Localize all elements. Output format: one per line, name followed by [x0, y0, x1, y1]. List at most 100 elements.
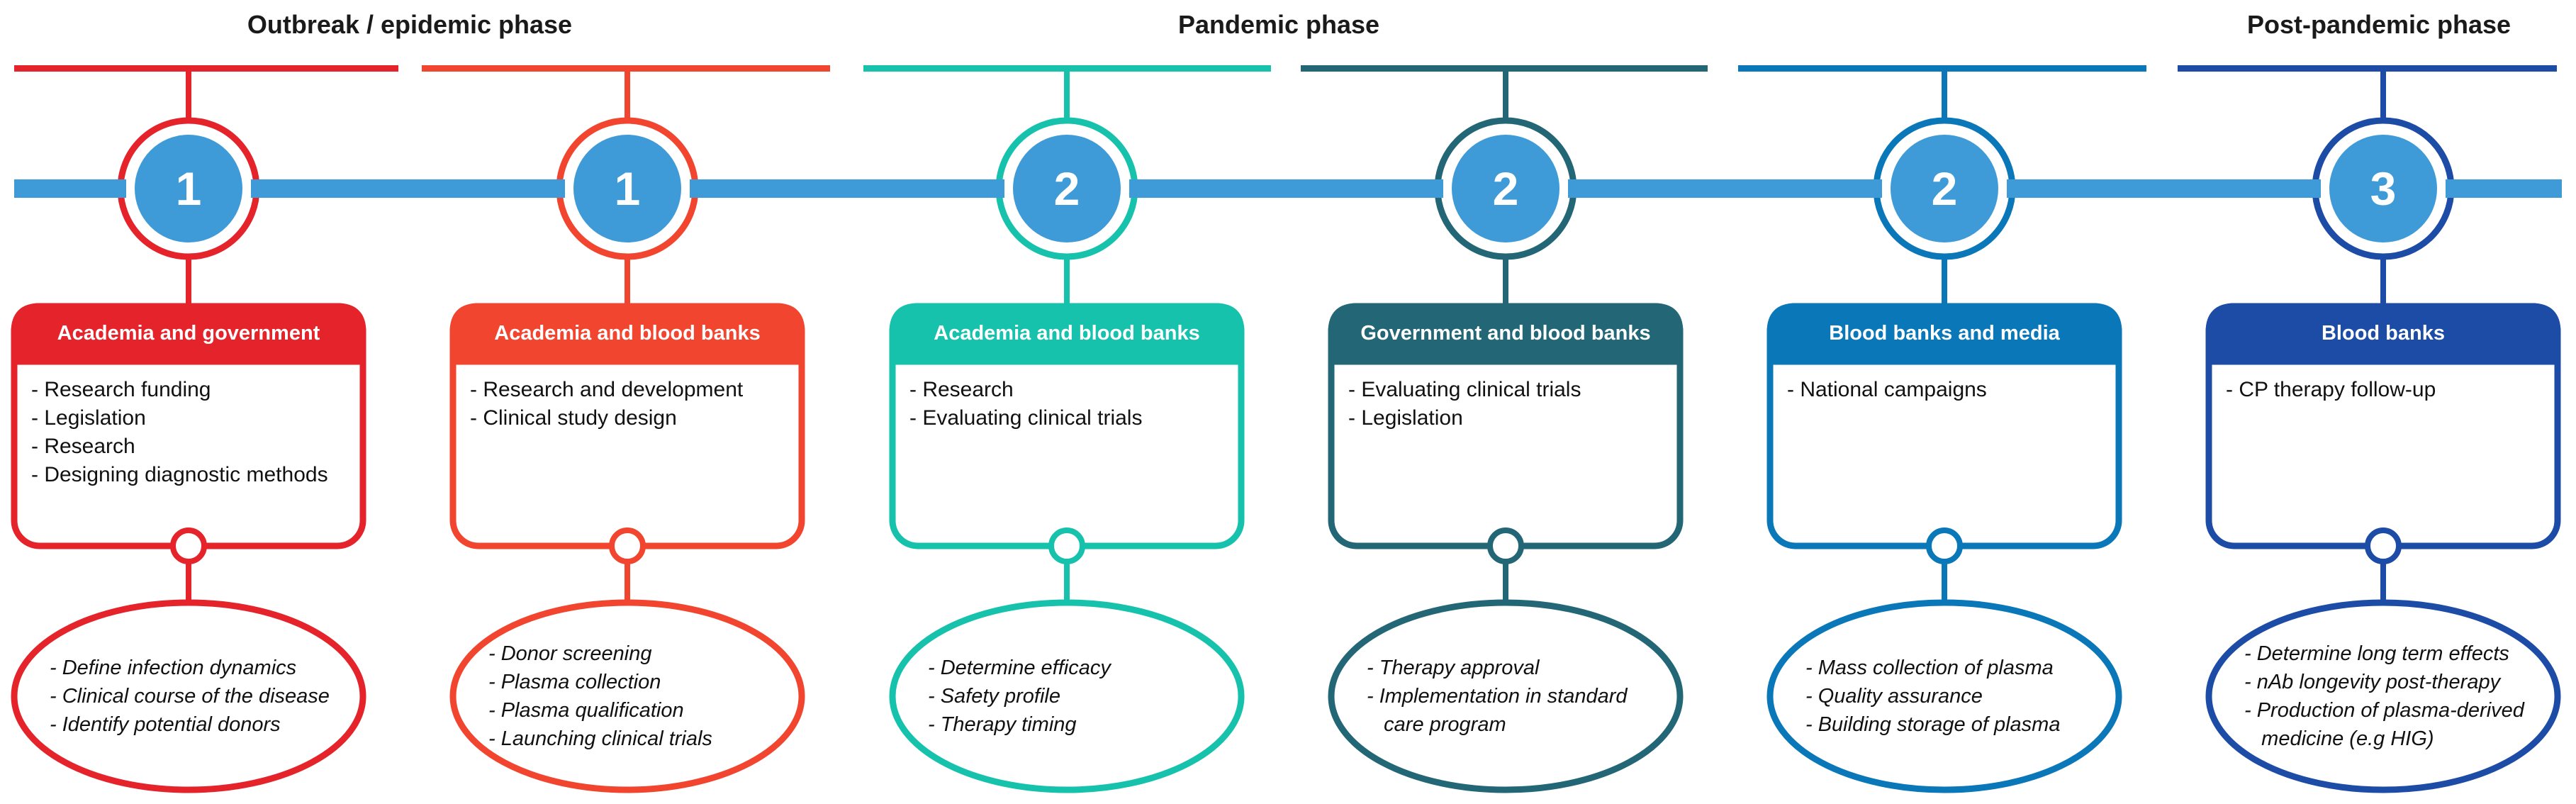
actor-card-header-5 — [1766, 303, 2122, 365]
stage-number-circle-6 — [2329, 135, 2437, 242]
actor-card-item: - Legislation — [31, 406, 146, 430]
ring-gap-left-5 — [1868, 179, 1882, 198]
actor-card-header-3 — [889, 303, 1245, 365]
phase-bar-3 — [863, 65, 1271, 72]
task-oval-items-1: - Define infection dynamics - Clinical co… — [50, 654, 330, 739]
phase-bar-4 — [1301, 65, 1708, 72]
card-oval-connector-6 — [2380, 546, 2386, 603]
stage-number-6: 3 — [2370, 162, 2397, 215]
card-oval-connector-5 — [1942, 546, 1947, 603]
actor-card-title-6: Blood banks — [2321, 322, 2445, 345]
card-oval-connector-4 — [1503, 546, 1508, 603]
actor-card-item: - Legislation — [1348, 406, 1463, 430]
task-item: - Identify potential donors — [50, 713, 281, 736]
task-oval-items-2: - Donor screening - Plasma collection - Pl… — [488, 640, 712, 753]
ring-stem-top-5 — [1942, 71, 1947, 118]
actor-card-item: - CP therapy follow-up — [2226, 378, 2436, 401]
task-item: - Plasma collection — [488, 671, 661, 693]
actor-card-items-5: - National campaigns — [1787, 376, 1987, 404]
phase-bar-6 — [2178, 65, 2557, 72]
ring-stem-bottom-5 — [1942, 259, 1947, 306]
actor-card-item: - Evaluating clinical trials — [1348, 378, 1581, 401]
actor-card-items-1: - Research funding - Legislation - Researc… — [31, 376, 328, 489]
actor-card-items-3: - Research - Evaluating clinical trials — [909, 376, 1142, 432]
ring-stem-bottom-3 — [1064, 259, 1070, 306]
phase-bar-2 — [422, 65, 830, 72]
actor-card-title-3: Academia and blood banks — [934, 322, 1200, 345]
stage-number-circle-3 — [1013, 135, 1121, 242]
connector-node-2 — [609, 527, 646, 564]
connector-node-6 — [2365, 527, 2402, 564]
connector-node-3 — [1048, 527, 1085, 564]
task-item: - Determine long term effects — [2244, 642, 2509, 665]
task-oval-6 — [2205, 599, 2561, 793]
task-item: - Safety profile — [928, 685, 1060, 708]
task-oval-5 — [1766, 599, 2122, 793]
task-item: - Donor screening — [488, 642, 652, 665]
task-item: - Define infection dynamics — [50, 657, 297, 679]
phase-title-outbreak: Outbreak / epidemic phase — [247, 10, 573, 39]
ring-stem-top-1 — [186, 71, 191, 118]
actor-card-item: - Evaluating clinical trials — [909, 406, 1143, 430]
ring-stem-top-2 — [625, 71, 630, 118]
stage-number-5: 2 — [1931, 162, 1958, 215]
ring-stem-bottom-6 — [2380, 259, 2386, 306]
ring-stem-bottom-2 — [625, 259, 630, 306]
stage-number-circle-5 — [1891, 135, 1998, 242]
stage-number-2: 1 — [614, 162, 641, 215]
timeline-bar — [14, 179, 2562, 198]
task-item: - Launching clinical trials — [488, 727, 712, 750]
task-oval-3 — [889, 599, 1245, 793]
actor-card-item: - Research — [909, 378, 1014, 401]
task-item: - Plasma qualification — [488, 699, 684, 722]
card-oval-connector-2 — [625, 546, 630, 603]
task-item: - nAb longevity post-therapy — [2244, 671, 2501, 693]
actor-card-items-4: - Evaluating clinical trials - Legislatio… — [1348, 376, 1581, 432]
connector-node-5 — [1926, 527, 1963, 564]
ring-stem-top-6 — [2380, 71, 2386, 118]
actor-card-item: - Research funding — [31, 378, 211, 401]
actor-card-title-1: Academia and government — [57, 322, 320, 345]
task-item: - Therapy approval — [1367, 657, 1540, 679]
task-oval-items-3: - Determine efficacy- Safety profile- Th… — [928, 654, 1111, 739]
ring-gap-left-2 — [551, 179, 565, 198]
task-oval-items-4: - Therapy approval - Implementation in st… — [1367, 654, 1628, 739]
ring-gap-right-1 — [251, 179, 265, 198]
ring-gap-right-4 — [1568, 179, 1582, 198]
actor-card-items-6: - CP therapy follow-up — [2226, 376, 2436, 404]
actor-card-item: - Clinical study design — [470, 406, 677, 430]
ring-gap-right-3 — [1129, 179, 1143, 198]
phase-title-pandemic: Pandemic phase — [1177, 10, 1380, 39]
stage-number-3: 2 — [1053, 162, 1080, 215]
ring-gap-left-3 — [990, 179, 1004, 198]
task-item: - Building storage of plasma — [1805, 713, 2061, 736]
phase-bar-5 — [1738, 65, 2146, 72]
actor-card-item: - National campaigns — [1787, 378, 1987, 401]
ring-stem-bottom-1 — [186, 259, 191, 306]
ring-gap-left-6 — [2307, 179, 2321, 198]
task-item: care program — [1367, 713, 1506, 736]
stage-number-circle-4 — [1452, 135, 1559, 242]
actor-card-header-6 — [2205, 303, 2561, 365]
connector-node-4 — [1487, 527, 1524, 564]
ring-gap-right-5 — [2007, 179, 2021, 198]
ring-gap-left-1 — [112, 179, 126, 198]
connector-node-1 — [170, 527, 207, 564]
card-oval-connector-1 — [186, 546, 191, 603]
actor-card-header-1 — [11, 303, 366, 365]
actor-card-item: - Research — [31, 435, 135, 458]
actor-card-header-2 — [449, 303, 805, 365]
task-item: medicine (e.g HIG) — [2244, 727, 2434, 750]
ring-gap-right-2 — [690, 179, 704, 198]
card-oval-connector-3 — [1064, 546, 1070, 603]
task-item: - Mass collection of plasma — [1805, 657, 2054, 679]
actor-card-title-5: Blood banks and media — [1829, 322, 2060, 345]
ring-gap-right-6 — [2446, 179, 2460, 198]
task-item: - Clinical course of the disease — [50, 685, 330, 708]
task-item: - Therapy timing — [928, 713, 1077, 736]
actor-card-items-2: - Research and development- Clinical stu… — [470, 376, 743, 432]
ring-stem-top-4 — [1503, 71, 1508, 118]
task-item: - Implementation in standard — [1367, 685, 1628, 708]
task-oval-4 — [1328, 599, 1684, 793]
